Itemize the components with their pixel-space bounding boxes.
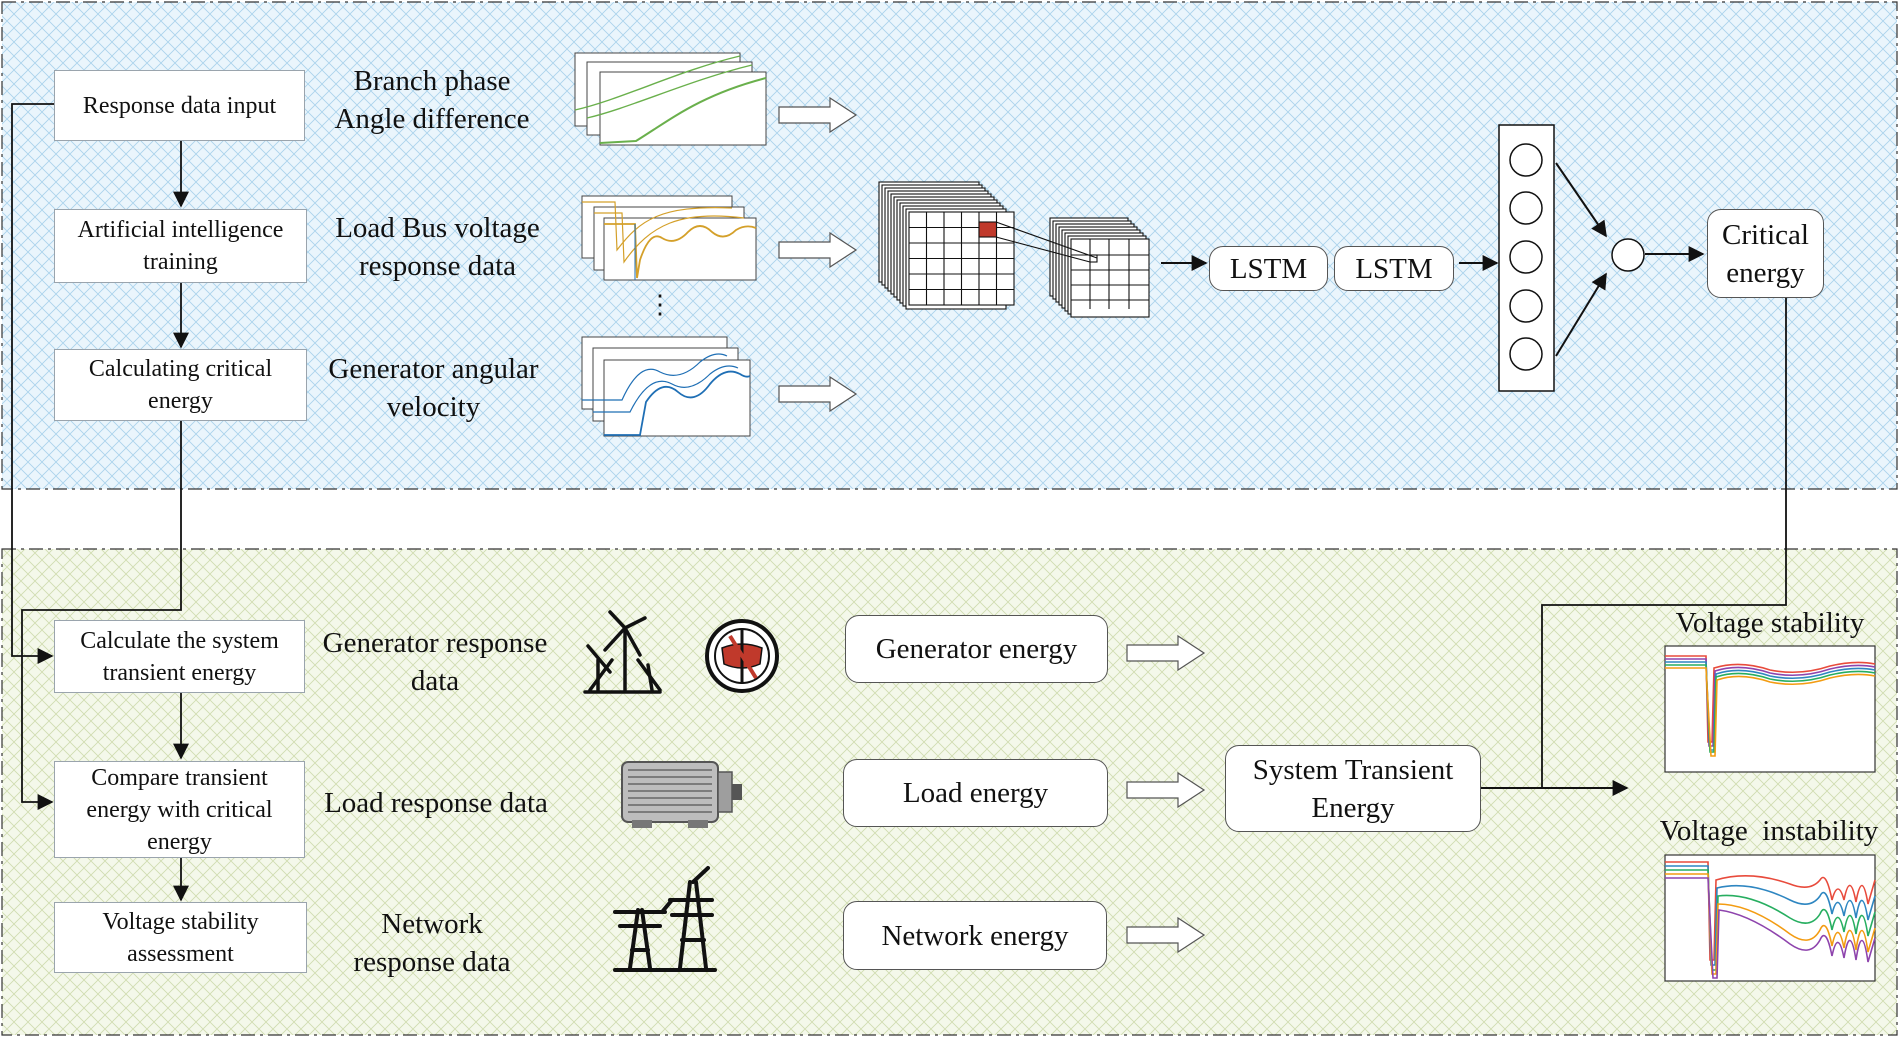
transmission-tower-icon xyxy=(613,866,717,972)
generator-rotor-icon xyxy=(705,619,779,693)
input-network-response: Network response data xyxy=(318,905,546,981)
feature-map-stack-small xyxy=(995,217,1150,318)
step-calculate-transient-energy-line-2: transient energy xyxy=(102,659,257,686)
hollow-arrow-generator xyxy=(1126,634,1206,672)
angular-velocity-plots xyxy=(581,336,751,437)
hollow-arrow-phase xyxy=(778,96,858,134)
step-ai-training: Artificial intelligence training xyxy=(54,209,307,283)
input-branch-phase-line-1: Branch phase xyxy=(353,65,511,97)
arrow-dense-to-node-bottom xyxy=(1555,272,1607,357)
step-voltage-stability-assessment-line-1: Voltage stability xyxy=(102,908,259,935)
step-voltage-stability-assessment-line-2: assessment xyxy=(127,940,234,967)
lstm-layer-2: LSTM xyxy=(1334,246,1454,291)
input-network-response-line-1: Network xyxy=(381,908,483,940)
wind-turbine-icon xyxy=(583,610,662,694)
electric-motor-icon xyxy=(621,761,742,828)
hollow-arrow-velocity xyxy=(778,375,858,413)
step-compare-transient-energy-line-1: Compare transient xyxy=(91,764,268,791)
step-calculate-transient-energy-line-1: Calculate the system xyxy=(80,627,279,654)
input-load-bus-voltage-line-2: response data xyxy=(358,250,517,282)
voltage-stability-plot xyxy=(1664,645,1876,773)
step-compare-transient-energy: Compare transient energy with critical ene… xyxy=(54,761,305,858)
input-branch-phase-line-2: Angle difference xyxy=(334,103,530,135)
step-ai-training-line-1: Artificial intelligence xyxy=(77,217,284,243)
input-generator-angular-velocity-line-2: velocity xyxy=(386,391,481,423)
input-generator-response: Generator response data xyxy=(305,624,565,700)
hollow-arrow-voltage xyxy=(778,231,858,269)
voltage-stability-title: Voltage stability xyxy=(1675,607,1865,639)
network-energy-box: Network energy xyxy=(843,901,1107,970)
step-calculate-transient-energy: Calculate the system transient energy xyxy=(54,620,305,693)
critical-energy-output: Critical energy xyxy=(1707,209,1824,298)
feature-map-stack-large xyxy=(878,181,1015,310)
load-energy-box: Load energy xyxy=(843,759,1108,827)
voltage-instability-title: Voltage instability xyxy=(1659,815,1879,847)
voltage-instability-plot xyxy=(1664,854,1876,982)
connector-critical-to-compare xyxy=(21,421,182,810)
input-load-response: Load response data xyxy=(305,784,567,822)
critical-energy-line-1: Critical xyxy=(1722,218,1809,251)
step-response-data-input: Response data input xyxy=(54,70,305,141)
critical-energy-line-2: energy xyxy=(1726,256,1805,289)
system-transient-energy-line-1: System Transient xyxy=(1252,753,1454,786)
generator-energy-box: Generator energy xyxy=(845,615,1108,683)
bus-voltage-plots xyxy=(581,195,757,281)
step-calculating-critical-energy-line-1: Calculating critical xyxy=(88,356,273,382)
lstm-layer-1: LSTM xyxy=(1209,246,1328,291)
connector-input-to-transient xyxy=(11,103,54,664)
phase-angle-plots xyxy=(574,52,767,146)
input-network-response-line-2: response data xyxy=(353,946,511,978)
input-generator-response-line-1: Generator response xyxy=(322,627,548,659)
dense-layer xyxy=(1498,124,1555,392)
step-response-data-input-line-1: Response data input xyxy=(82,92,277,119)
connector-critical-to-results xyxy=(1541,298,1787,788)
input-generator-angular-velocity-line-1: Generator angular xyxy=(328,353,539,385)
input-generator-angular-velocity: Generator angular velocity xyxy=(306,350,561,426)
input-load-bus-voltage: Load Bus voltage response data xyxy=(310,209,565,285)
step-calculating-critical-energy: Calculating critical energy xyxy=(54,349,307,421)
input-generator-response-line-2: data xyxy=(410,665,460,697)
system-transient-energy-line-2: Energy xyxy=(1311,791,1395,824)
hollow-arrow-load xyxy=(1126,771,1206,809)
input-load-bus-voltage-line-1: Load Bus voltage xyxy=(335,212,540,244)
step-calculating-critical-energy-line-2: energy xyxy=(148,388,213,414)
input-load-response-line-1: Load response data xyxy=(324,787,548,819)
hollow-arrow-network xyxy=(1126,916,1206,954)
arrow-dense-to-node-top xyxy=(1555,162,1607,238)
output-node xyxy=(1611,238,1645,272)
step-compare-transient-energy-line-3: energy xyxy=(147,828,212,855)
step-ai-training-line-2: training xyxy=(143,249,218,275)
ellipsis-more-inputs: ⋮ xyxy=(647,290,673,319)
step-voltage-stability-assessment: Voltage stability assessment xyxy=(54,902,307,973)
step-compare-transient-energy-line-2: energy with critical xyxy=(86,796,273,823)
